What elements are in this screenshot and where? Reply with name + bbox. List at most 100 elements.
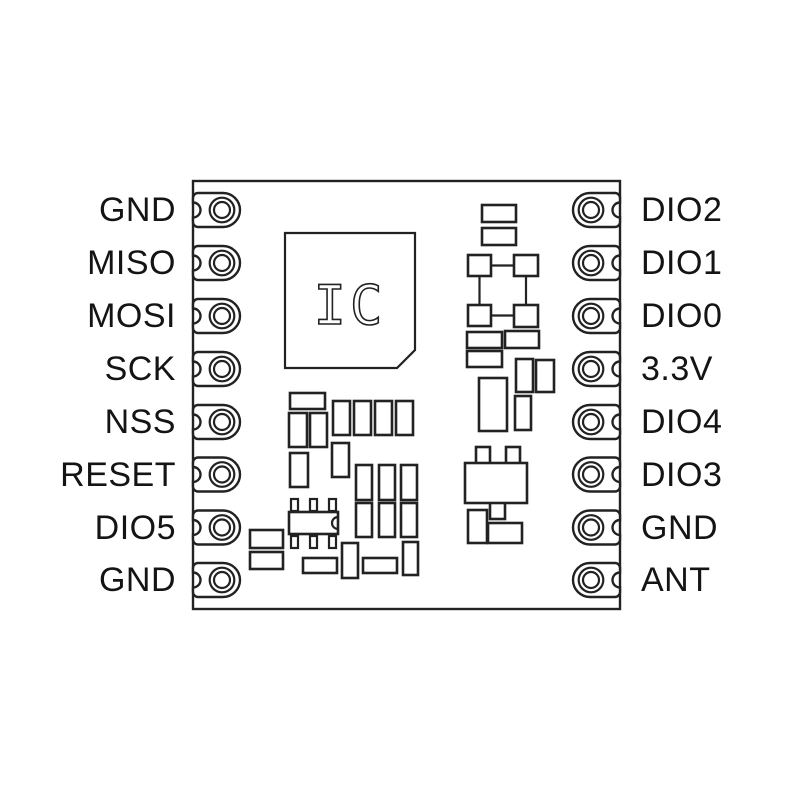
pad-right-dio1 [571, 244, 622, 282]
crystal [466, 253, 540, 329]
hole-ring-outer [577, 566, 605, 594]
hole-ring-inner [212, 465, 232, 484]
left-components-cluster [248, 391, 420, 580]
castellated-pad [191, 244, 242, 282]
castellated-pad [191, 350, 242, 388]
pad-left-dio5 [191, 509, 242, 546]
passive-component [477, 376, 509, 433]
castellated-pad [571, 350, 622, 388]
hole-ring-inner [212, 412, 232, 432]
pin-label-right-dio0: DIO0 [641, 297, 723, 335]
hole-ring-inner [212, 570, 232, 590]
hole-ring-outer [208, 566, 236, 594]
passive-component [352, 399, 373, 437]
crystal-pad [466, 253, 493, 278]
passive-component [513, 394, 533, 432]
pin-label-left-dio5: DIO5 [94, 508, 176, 547]
passive-component [534, 358, 556, 394]
hole-ring-inner [212, 518, 232, 537]
passive-component [248, 528, 285, 550]
passive-component [331, 399, 352, 437]
pad-right-dio3 [571, 456, 622, 493]
hole-ring-inner [212, 200, 232, 220]
pad-left-gnd [191, 191, 242, 229]
passive-component [465, 349, 504, 369]
pad-right-3.3v [571, 350, 622, 388]
pin-label-right-dio1: DIO1 [641, 244, 723, 282]
pin-label-right-dio3: DIO3 [641, 455, 723, 494]
passive-component [248, 550, 285, 571]
hole-ring-outer [208, 196, 236, 224]
main-ic-outline [283, 231, 417, 370]
pad-right-gnd [571, 509, 622, 546]
hole-ring-inner [581, 412, 601, 432]
hole-ring-outer [208, 408, 236, 436]
crystal-pad [512, 253, 540, 278]
passive-component [288, 391, 327, 411]
hole-ring-outer [208, 514, 236, 541]
passive-component [486, 521, 524, 545]
passive-component [401, 540, 420, 577]
hole-ring-inner [581, 518, 601, 537]
hole-ring-outer [208, 249, 236, 277]
passive-component [288, 451, 310, 489]
small-ic-pin [289, 534, 300, 550]
hole-ring-inner [581, 465, 601, 484]
castellated-pad [571, 403, 622, 441]
pad-left-gnd [191, 561, 242, 599]
transistor [463, 445, 529, 521]
hole-ring-outer [577, 514, 605, 541]
pin-label-right-gnd: GND [641, 508, 719, 547]
passive-component [287, 411, 309, 449]
small-ic [287, 497, 340, 550]
hole-ring-outer [208, 355, 236, 383]
passive-component [503, 329, 541, 350]
pin-label-right-dio4: DIO4 [641, 403, 723, 441]
small-ic-pin1-notch [330, 515, 339, 531]
passive-component [301, 556, 339, 575]
castellated-pad [571, 297, 622, 335]
small-ic-pin [308, 534, 319, 550]
castellated-pad [571, 191, 622, 229]
castellated-pad [191, 456, 242, 493]
hole-ring-inner [581, 306, 601, 326]
passive-component [330, 441, 351, 479]
pad-left-mosi [191, 297, 242, 335]
passive-component [377, 463, 397, 502]
hole-ring-outer [577, 355, 605, 383]
small-ic-pin [327, 534, 338, 550]
pin-label-left-gnd: GND [98, 191, 176, 229]
crystal-pad [466, 303, 493, 328]
small-ic-pin [327, 497, 338, 513]
pad-left-nss [191, 403, 242, 441]
pad-right-dio2 [571, 191, 622, 229]
passive-component [340, 541, 360, 580]
pad-right-dio0 [571, 297, 622, 335]
castellated-pad [571, 561, 622, 599]
hole-ring-outer [577, 461, 605, 488]
castellated-pad [191, 509, 242, 546]
castellated-pad [571, 456, 622, 493]
hole-ring-outer [208, 302, 236, 330]
small-ic-pin [289, 497, 300, 513]
passive-component [377, 501, 397, 539]
pad-right-ant [571, 561, 622, 599]
passive-component [373, 399, 394, 437]
right-components-cluster [463, 203, 556, 545]
hole-ring-inner [212, 253, 232, 273]
pin-label-left-mosi: MOSI [87, 297, 176, 335]
castellated-pad [191, 297, 242, 335]
passive-component [354, 501, 374, 539]
passive-component [480, 226, 518, 247]
pin-label-right-dio2: DIO2 [641, 191, 723, 229]
passive-component [514, 357, 535, 394]
hole-ring-inner [212, 306, 232, 326]
passive-component [399, 463, 419, 502]
pin-label-left-reset: RESET [60, 455, 176, 494]
hole-ring-outer [208, 461, 236, 488]
hole-ring-outer [577, 196, 605, 224]
pads-layer [191, 191, 622, 599]
crystal-pad [512, 303, 540, 329]
hole-ring-outer [577, 302, 605, 330]
